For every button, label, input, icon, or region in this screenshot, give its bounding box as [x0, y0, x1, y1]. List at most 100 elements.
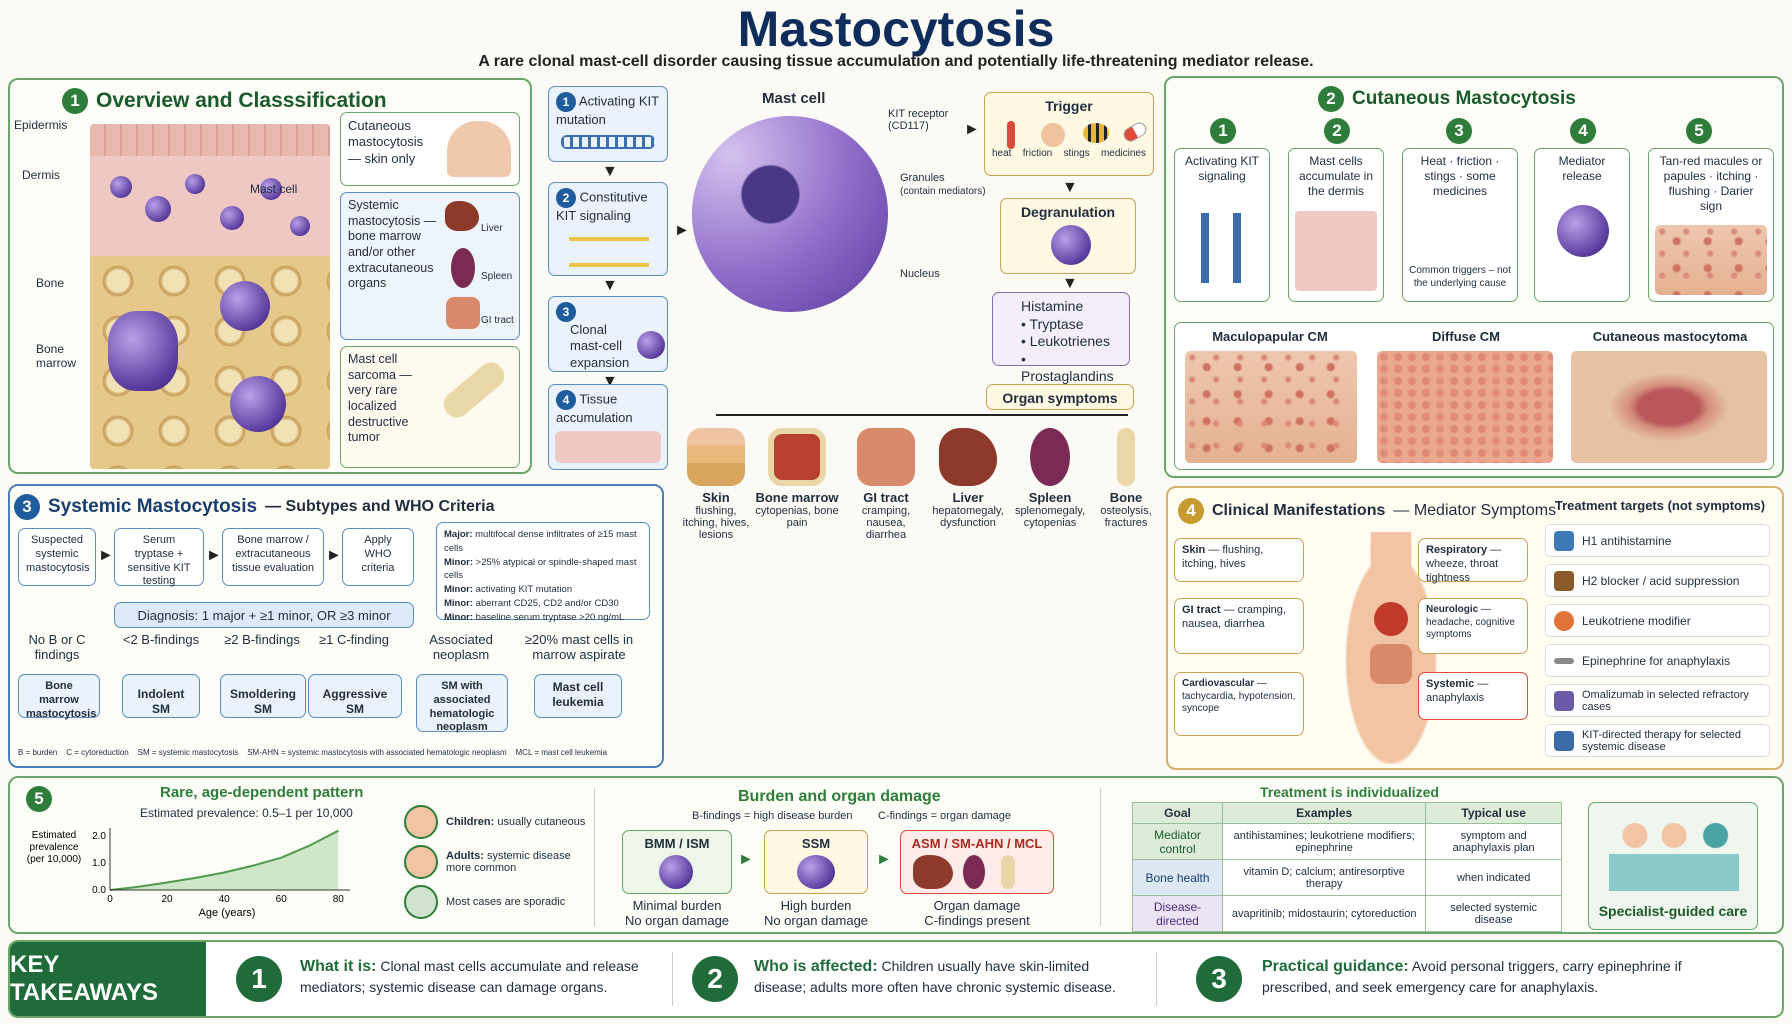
step-number: 5	[1686, 118, 1712, 144]
subtypes-row: No B or C findings Bone marrow mastocyto…	[18, 632, 658, 733]
organ-name: Liver	[952, 490, 984, 505]
section-title: Overview and Classsification	[96, 89, 387, 112]
y-axis-label: (per 10,000)	[27, 854, 81, 865]
torso-icon	[447, 121, 511, 177]
step-text: Clonal mast-cell expansion	[570, 322, 630, 370]
organ-desc: hepatomegaly, dysfunction	[932, 505, 1004, 529]
takeaway-number: 3	[1196, 956, 1242, 1002]
step-number: 4	[1570, 118, 1596, 144]
maculopapular-photo	[1185, 351, 1357, 463]
label-epidermis: Epidermis	[14, 118, 68, 132]
organ-bone: Bone osteolysis, fractures	[1092, 428, 1160, 529]
pathway-step-1: 1 Activating KIT mutation	[548, 86, 668, 162]
subtype-box: SM with associated hematologic neoplasm	[416, 674, 508, 733]
burden-title: Burden and organ damage	[738, 788, 941, 805]
liver-icon	[445, 201, 479, 231]
treatment-title: Treatment is individualized	[1260, 784, 1439, 800]
organ-desc: osteolysis, fractures	[1100, 505, 1152, 529]
age-group-text: Children: usually cutaneous	[446, 816, 586, 828]
degranulating-cell-icon	[1051, 225, 1091, 265]
granules-sublabel: (contain mediators)	[900, 186, 986, 197]
subtype-box: Bone marrow mastocytosis	[18, 674, 100, 720]
table-header: Examples	[1222, 802, 1427, 824]
takeaway-text: Practical guidance: Avoid personal trigg…	[1262, 958, 1682, 996]
organ-label: Liver	[481, 223, 503, 234]
step-number: 1	[1210, 118, 1236, 144]
sarcoma-type-box: Mast cell sarcoma — very rare localized …	[340, 346, 520, 468]
cutaneous-step-1: Activating KIT signaling	[1174, 148, 1270, 302]
x-axis-label: Age (years)	[199, 907, 256, 919]
dermis-icon	[1295, 211, 1377, 291]
skin-photo	[1655, 225, 1767, 295]
step-number: 2	[556, 188, 576, 208]
flow-step: Bone marrow / extracutaneous tissue eval…	[222, 528, 324, 586]
mastocytoma-photo	[1571, 351, 1767, 463]
section-number: 3	[14, 494, 40, 520]
subtype-condition: ≥20% mast cells in marrow aspirate	[524, 632, 634, 662]
tissue-icon	[555, 431, 661, 463]
adult-icon	[404, 845, 438, 879]
x-tick-label: 80	[333, 894, 345, 905]
bone-icon	[1117, 428, 1135, 486]
organ-bone-marrow: Bone marrow cytopenias, bone pain	[754, 428, 840, 529]
bone-marrow-icon	[768, 428, 826, 486]
subtype-box: Smoldering SM	[220, 674, 306, 718]
bone-icon	[1001, 855, 1015, 889]
organ-gi-tract: GI tract cramping, nausea, diarrhea	[846, 428, 926, 541]
flow-step: Suspected systemic mastocytosis	[18, 528, 96, 586]
mediator-item: • Tryptase	[1021, 315, 1084, 332]
treatment-targets-title: Treatment targets (not symptoms)	[1554, 498, 1766, 513]
trigger-heat: heat	[992, 147, 1012, 159]
organ-desc: splenomegaly, cytopenias	[1014, 505, 1086, 529]
burden-stage-2: SSM	[764, 830, 868, 894]
step-text: Activating KIT mutation	[556, 93, 659, 128]
trigger-box: Trigger heat friction stings medicines	[984, 92, 1154, 176]
criterion: Minor: >25% atypical or spindle-shaped m…	[444, 556, 637, 582]
kit-receptor-icon	[1554, 730, 1574, 751]
degranulation-label: Degranulation	[1020, 204, 1116, 220]
x-tick-label: 40	[219, 894, 231, 905]
treatment-item: H2 blocker / acid suppression	[1545, 564, 1770, 597]
specialist-care-box: Specialist-guided care	[1588, 802, 1758, 930]
tissue-illustration	[90, 124, 330, 469]
step-number: 3	[556, 302, 576, 322]
trigger-friction: friction	[1022, 147, 1053, 159]
diagnosis-box: Diagnosis: 1 major + ≥1 minor, OR ≥3 min…	[114, 602, 414, 628]
treatment-item: Epinephrine for anaphylaxis	[1545, 644, 1770, 677]
subtype-box: Mast cell leukemia	[534, 674, 622, 718]
criterion: Major: multifocal dense infiltrates of ≥…	[444, 529, 637, 554]
hands-icon	[1041, 123, 1065, 147]
organ-name: Skin	[702, 490, 730, 505]
flow-step: Apply WHO criteria	[342, 528, 414, 586]
pathway-step-4: 4 Tissue accumulation	[548, 384, 668, 470]
degranulation-box: Degranulation	[1000, 198, 1136, 274]
spleen-icon	[451, 248, 475, 288]
organ-skin: Skin flushing, itching, hives, lesions	[680, 428, 752, 541]
step-text: Constitutive KIT signaling	[556, 189, 648, 224]
bee-icon	[1083, 123, 1109, 143]
section-title: Systemic Mastocytosis	[48, 496, 258, 517]
organ-symptoms-box: Organ symptoms	[986, 384, 1134, 410]
cell-cluster-icon	[637, 331, 665, 359]
specialist-care-label: Specialist-guided care	[1598, 903, 1748, 919]
criterion: Minor: aberrant CD25, CD2 and/or CD30	[444, 597, 619, 609]
age-group-text: Adults: systemic disease more common	[446, 850, 571, 874]
systemic-type-text: Systemic mastocytosis — bone marrow and/…	[348, 198, 437, 291]
granules-label: Granules	[900, 172, 945, 184]
systemic-type-box: Systemic mastocytosis — bone marrow and/…	[340, 192, 520, 340]
receptor-icon	[569, 237, 649, 267]
manifestation-cardiovascular: Cardiovascular — tachycardia, hypotensio…	[1174, 672, 1304, 736]
section-number: 4	[1178, 498, 1204, 524]
step-text: Mediator release	[1558, 154, 1606, 183]
organ-desc: cramping, nausea, diarrhea	[861, 505, 911, 541]
table-header: Typical use	[1425, 802, 1562, 824]
cutaneous-steps: 1 Activating KIT signaling 2 Mast cells …	[1174, 118, 1774, 380]
liver-icon	[913, 855, 953, 889]
subtype-box: Aggressive SM	[308, 674, 402, 718]
label-mast-cell: Mast cell	[250, 182, 298, 196]
cutaneous-type-box: Cutaneous mastocytosis — skin only	[340, 112, 520, 186]
cutaneous-step-4: Mediator release	[1534, 148, 1630, 302]
treatment-item: H1 antihistamine	[1545, 524, 1770, 557]
